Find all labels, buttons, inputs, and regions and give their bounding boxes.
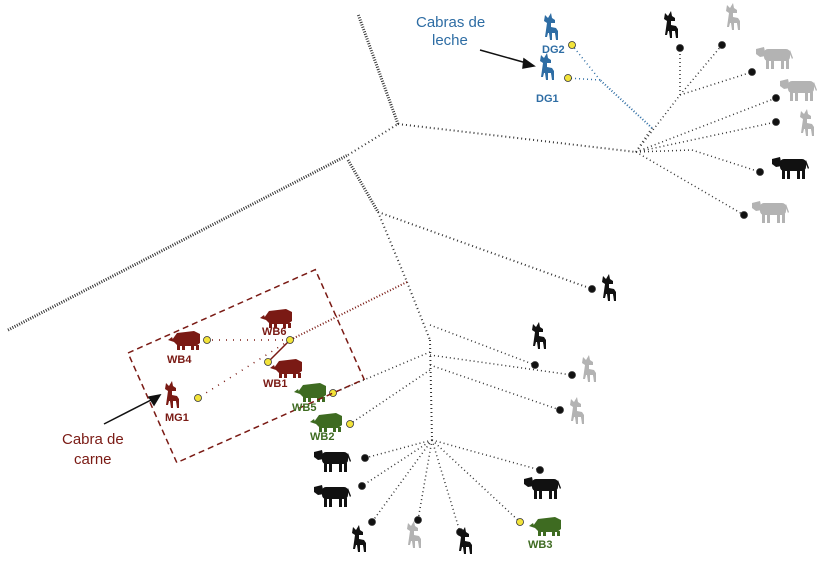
label-dg2: DG2 (542, 44, 565, 56)
label-wb2: WB2 (310, 431, 334, 443)
goat-icon (458, 527, 472, 554)
label-wb5: WB5 (292, 402, 316, 414)
goat-icon (407, 521, 421, 548)
label-wb6: WB6 (262, 326, 286, 338)
goat-icon (570, 397, 584, 424)
branch-down-2 (429, 339, 433, 441)
cow-icon (756, 47, 793, 69)
goat-icon (582, 355, 596, 382)
cow-icon (772, 157, 809, 179)
goat-icon (800, 109, 814, 136)
branch-to-mid-goat (377, 211, 593, 290)
label-wb4: WB4 (167, 354, 192, 366)
branch-meat (289, 281, 408, 341)
goat-icon (352, 525, 366, 552)
tip-nodes (194, 41, 780, 536)
goat-icon (664, 11, 678, 38)
meat-goat-highlight-box (127, 268, 366, 464)
annotation-meat-line2: carne (74, 451, 112, 468)
boar-icon (270, 359, 302, 378)
branches (7, 13, 777, 533)
branch-upper-trunk (347, 123, 399, 156)
annotation-meat-line1: Cabra de (62, 431, 124, 448)
branch-to-wb-node (377, 211, 408, 283)
branch-down-1 (406, 281, 431, 341)
goat-icon (532, 322, 546, 349)
cow-icon (524, 477, 561, 499)
branch-outgroup (7, 153, 349, 332)
goat-icon (726, 3, 740, 30)
label-dg1: DG1 (536, 93, 559, 105)
arrows (103, 49, 536, 425)
annotation-dairy-line2: leche (432, 32, 468, 49)
annotation-dairy-line1: Cabras de (416, 14, 485, 31)
cow-icon (780, 79, 817, 101)
arrow-dairy (479, 49, 531, 65)
boar-icon (168, 331, 200, 350)
boar-icon (310, 413, 342, 432)
label-wb3: WB3 (528, 539, 552, 551)
label-mg1: MG1 (165, 412, 189, 424)
cow-icon (752, 201, 789, 223)
goat-icon (602, 274, 616, 301)
arrow-meat (103, 397, 156, 425)
branch-top (356, 13, 400, 125)
label-wb1: WB1 (263, 378, 287, 390)
animal-icons (165, 3, 817, 554)
cow-icon (314, 450, 351, 472)
cow-icon (314, 485, 351, 507)
goat-icon (544, 13, 558, 40)
boar-icon (529, 517, 561, 536)
branch-lower-trunk (346, 159, 380, 213)
branch-to-cattle-node (397, 123, 637, 153)
goat-icon (540, 53, 554, 80)
goat-icon (165, 381, 179, 408)
